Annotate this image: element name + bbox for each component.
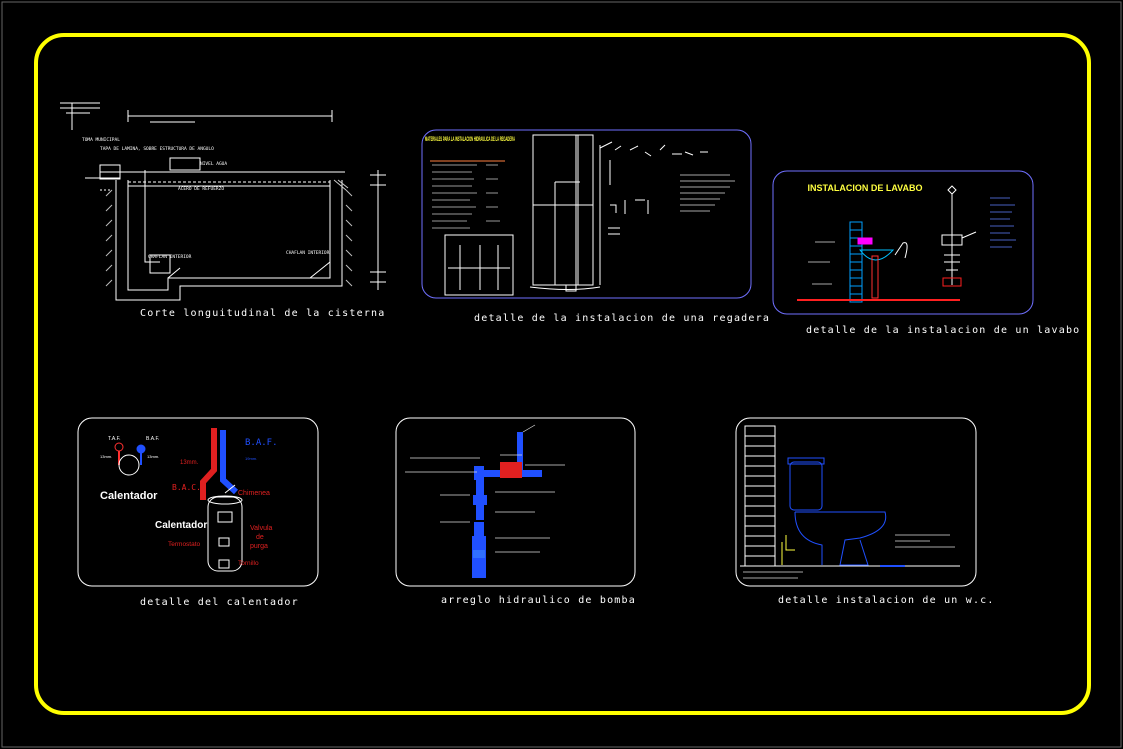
bomba-drawing xyxy=(405,424,565,578)
caption-cisterna: Corte longuitudinal de la cisterna xyxy=(140,308,386,319)
toma-municipal-label: TOMA MUNICIPAL xyxy=(82,137,120,143)
baf-small-label: B.A.F. xyxy=(146,436,159,442)
lavabo-panel xyxy=(772,170,1034,315)
chaflan-left-label: CHAFLAN INTERIOR xyxy=(148,254,192,260)
lavabo-drawing xyxy=(797,185,1016,303)
chaflan-right-label: CHAFLAN INTERIOR xyxy=(286,250,330,256)
valvula-label-1: Valvula xyxy=(250,525,273,532)
cisterna-labels: TOMA MUNICIPAL TAPA DE LAMINA, SOBRE EST… xyxy=(82,137,330,260)
calentador-labels: T.A.F. B.A.F. 13mm. 13mm. Calentador B.A… xyxy=(100,436,278,567)
caption-calentador: detalle del calentador xyxy=(140,597,299,608)
calentador-drawing xyxy=(114,428,243,572)
regadera-drawing xyxy=(432,134,735,296)
bac-label: B.A.C. xyxy=(172,483,201,492)
cisterna-drawing xyxy=(60,102,386,301)
chimenea-label: Chimenea xyxy=(238,490,270,497)
caption-bomba: arreglo hidraulico de bomba xyxy=(441,595,636,606)
regadera-materials-title: MATERIALES PARA LA INSTALACION HIDRAULIC… xyxy=(425,137,515,143)
diam-right-label: 13mm. xyxy=(147,454,159,459)
acero-label: ACERO DE REFUERZO xyxy=(178,186,224,192)
nivel-label: NIVEL AGUA xyxy=(200,161,227,167)
calentador-center-label: Calentador xyxy=(155,520,207,531)
diam-red-label: 13mm. xyxy=(180,460,199,466)
diam-left-label: 13mm. xyxy=(100,454,112,459)
termostato-label: Termostato xyxy=(168,541,201,548)
caption-lavabo: detalle de la instalacion de un lavabo xyxy=(806,325,1081,336)
calentador-panel xyxy=(77,417,319,587)
baf-big-label: B.A.F. xyxy=(245,438,278,448)
valvula-label-2: de xyxy=(256,534,264,541)
bomba-panel xyxy=(395,417,636,587)
diam-blue-label: 19mm. xyxy=(245,456,257,461)
lavabo-title: INSTALACION DE LAVABO xyxy=(808,183,923,193)
yellow-frame xyxy=(34,33,1091,715)
taf-label: T.A.F. xyxy=(108,436,121,442)
calentador-left-label: Calentador xyxy=(100,490,158,502)
wc-panel xyxy=(735,417,977,587)
wc-drawing xyxy=(740,425,960,579)
caption-wc: detalle instalacion de un w.c. xyxy=(778,595,995,606)
valvula-label-3: purga xyxy=(250,543,268,550)
tornillo-label: Tornillo xyxy=(238,560,259,567)
regadera-panel xyxy=(421,129,752,299)
caption-regadera: detalle de la instalacion de una regader… xyxy=(474,313,771,324)
tapa-label: TAPA DE LAMINA, SOBRE ESTRUCTURA DE ANGU… xyxy=(100,146,214,152)
